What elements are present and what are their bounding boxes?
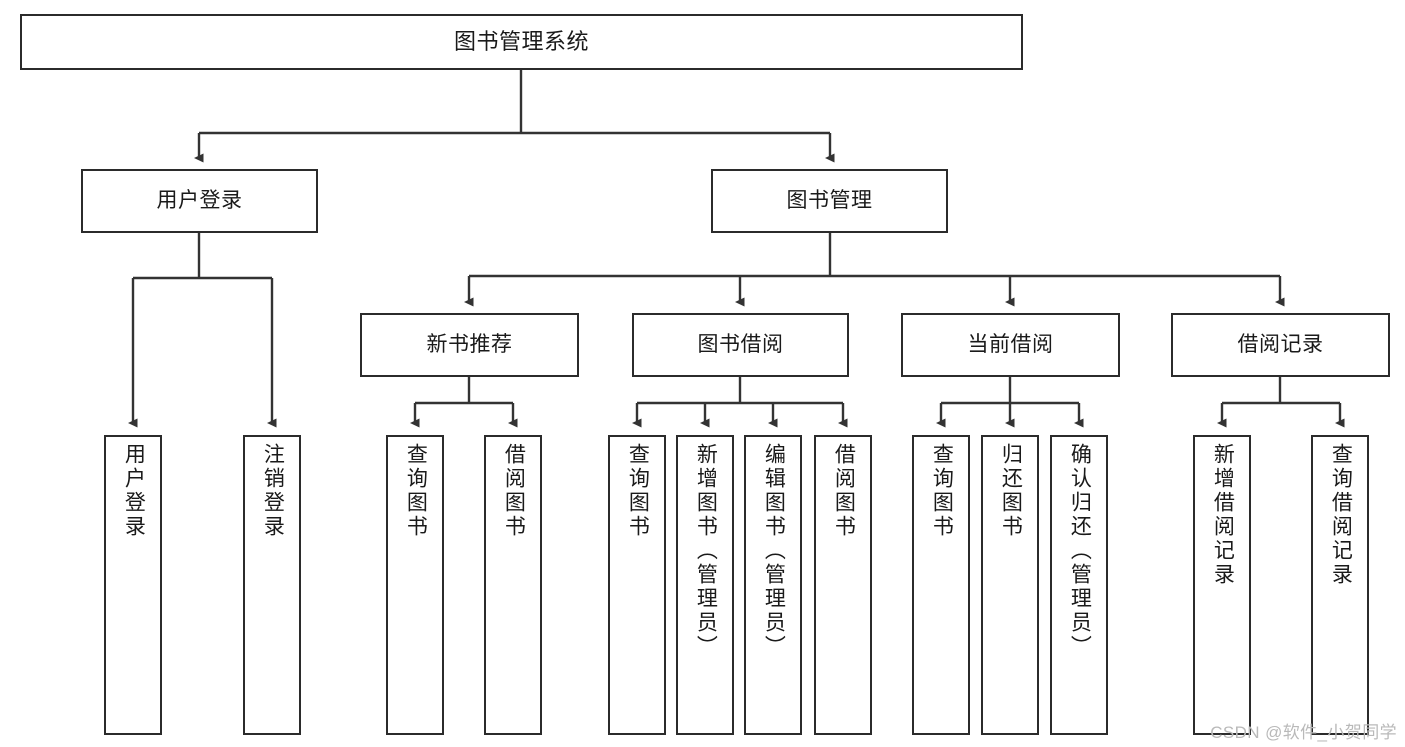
node-label: 当前借阅 bbox=[967, 332, 1054, 356]
node-label: 借阅记录 bbox=[1237, 332, 1324, 356]
leaf-user-login[interactable]: 用户登录 bbox=[104, 435, 162, 735]
node-current-borrow[interactable]: 当前借阅 bbox=[901, 313, 1120, 377]
leaf-edit-book-admin[interactable]: 编辑图书（管理员） bbox=[744, 435, 802, 735]
leaf-query-book-current[interactable]: 查询图书 bbox=[912, 435, 970, 735]
leaf-add-borrow-record[interactable]: 新增借阅记录 bbox=[1193, 435, 1251, 735]
csdn-watermark: CSDN @软件_小贺同学 bbox=[1210, 723, 1397, 742]
leaf-query-borrow-record[interactable]: 查询借阅记录 bbox=[1311, 435, 1369, 735]
node-label: 图书管理系统 bbox=[453, 29, 589, 55]
node-user-login[interactable]: 用户登录 bbox=[81, 169, 318, 233]
node-label: 查询图书 bbox=[626, 443, 650, 539]
node-label: 查询图书 bbox=[930, 443, 954, 539]
node-new-book-recommend[interactable]: 新书推荐 bbox=[360, 313, 579, 377]
node-label: 新增借阅记录 bbox=[1211, 443, 1235, 587]
node-label: 借阅图书 bbox=[502, 443, 526, 539]
node-label: 注销登录 bbox=[261, 443, 285, 539]
node-borrow-records[interactable]: 借阅记录 bbox=[1171, 313, 1390, 377]
node-label: 新书推荐 bbox=[426, 332, 513, 356]
node-label: 归还图书 bbox=[999, 443, 1023, 539]
node-label: 确认归还（管理员） bbox=[1068, 443, 1092, 659]
leaf-return-book[interactable]: 归还图书 bbox=[981, 435, 1039, 735]
leaf-borrow-book-recommend[interactable]: 借阅图书 bbox=[484, 435, 542, 735]
node-label: 图书借阅 bbox=[697, 332, 784, 356]
leaf-add-book-admin[interactable]: 新增图书（管理员） bbox=[676, 435, 734, 735]
node-label: 用户登录 bbox=[156, 188, 243, 212]
node-label: 编辑图书（管理员） bbox=[762, 443, 786, 659]
node-label: 新增图书（管理员） bbox=[694, 443, 718, 659]
node-label: 图书管理 bbox=[786, 188, 873, 212]
leaf-borrow-book[interactable]: 借阅图书 bbox=[814, 435, 872, 735]
node-label: 借阅图书 bbox=[832, 443, 856, 539]
node-book-borrow[interactable]: 图书借阅 bbox=[632, 313, 849, 377]
node-label: 查询借阅记录 bbox=[1329, 443, 1353, 587]
leaf-query-book-recommend[interactable]: 查询图书 bbox=[386, 435, 444, 735]
leaf-query-book-borrow[interactable]: 查询图书 bbox=[608, 435, 666, 735]
node-label: 查询图书 bbox=[404, 443, 428, 539]
node-book-management[interactable]: 图书管理 bbox=[711, 169, 948, 233]
node-label: 用户登录 bbox=[122, 443, 146, 539]
leaf-logout[interactable]: 注销登录 bbox=[243, 435, 301, 735]
leaf-confirm-return-admin[interactable]: 确认归还（管理员） bbox=[1050, 435, 1108, 735]
node-root-system[interactable]: 图书管理系统 bbox=[20, 14, 1023, 70]
